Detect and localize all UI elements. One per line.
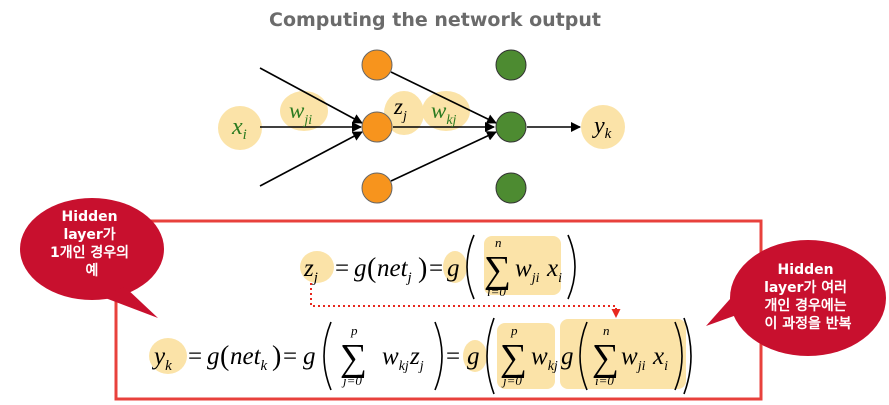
equation-1: zj = g ( netj ) = g n ∑ i=0 wji xi	[303, 234, 576, 300]
equation-2: yk = g ( netk ) = g p ∑ j=0 wkj zj = g p…	[151, 317, 692, 395]
eq1-equals-1: =	[335, 255, 349, 282]
output-node-top	[495, 49, 527, 81]
eq2-net: netk	[230, 343, 268, 374]
weight-in-highlight	[280, 91, 328, 131]
output-node-mid	[495, 111, 527, 143]
input-highlight	[218, 106, 262, 150]
weight-in-label: wji	[289, 98, 312, 128]
eq1-equals-2: =	[429, 255, 443, 282]
eq2-sum3-top: n	[603, 323, 610, 338]
eq1-g1: g	[354, 255, 367, 282]
left-callout-tail	[100, 287, 158, 318]
substitution-arrow	[310, 283, 621, 318]
eq2-g3: g	[467, 343, 480, 370]
eq2-g-highlight	[463, 340, 487, 372]
eq2-sum1-bottom: j=0	[341, 373, 362, 388]
edge-in-top	[259, 67, 363, 124]
eq1-paren-open-1: (	[367, 253, 376, 284]
eq2-weight-3: wji	[621, 343, 646, 374]
eq2-x: xi	[652, 343, 668, 374]
eq1-g-highlight	[443, 251, 467, 283]
equation-highlights	[149, 236, 686, 389]
output-label: yk	[592, 113, 612, 142]
eq1-big-paren-close	[567, 234, 576, 300]
left-callout-bubble	[20, 198, 164, 300]
page-title: Computing the network output	[269, 9, 601, 31]
edge-hidden-bottom	[390, 131, 497, 182]
eq2-equals-1: =	[188, 343, 202, 370]
hidden-node-bottom	[361, 172, 393, 204]
left-callout-text: Hidden layer가 1개인 경우의 예	[50, 209, 134, 279]
network-highlights	[218, 91, 625, 150]
eq1-g2: g	[447, 255, 460, 282]
eq2-g4: g	[561, 343, 574, 370]
input-label: xi	[231, 114, 247, 143]
right-callout: Hidden layer가 여러 개인 경우에는 이 과정을 반복	[706, 240, 886, 356]
eq2-paren-close-1: )	[272, 341, 281, 372]
eq2-sigma-2: ∑	[500, 337, 527, 379]
edge-hidden-top	[390, 71, 497, 124]
eq2-sigma-3: ∑	[592, 337, 619, 379]
eq1-sigma: ∑	[484, 249, 511, 291]
eq1-sum-bottom: i=0	[487, 284, 506, 299]
eq1-big-paren-open	[466, 234, 475, 300]
output-node-bottom	[495, 172, 527, 204]
eq2-paren-close-3	[683, 317, 692, 395]
eq1-sum-highlight	[484, 236, 561, 295]
eq2-g1: g	[207, 343, 220, 370]
eq2-sigma-1: ∑	[340, 337, 367, 379]
eq1-net: netj	[377, 255, 412, 286]
left-callout: Hidden layer가 1개인 경우의 예	[20, 198, 164, 318]
output-highlight	[581, 105, 625, 149]
eq2-inner-highlight	[560, 319, 686, 389]
eq2-equals-2: =	[283, 343, 297, 370]
eq2-paren-open-2	[323, 321, 332, 391]
eq2-sum3-bottom: i=0	[595, 373, 614, 388]
eq2-paren-open-4	[579, 321, 588, 391]
hidden-label: zj	[393, 94, 407, 124]
eq2-sum1-highlight	[497, 323, 555, 389]
eq1-paren-close-1: )	[418, 253, 427, 284]
eq2-z: zj	[409, 343, 424, 374]
hidden-node-mid	[361, 111, 393, 143]
eq2-paren-close-4	[674, 321, 683, 391]
hidden-node-top	[361, 49, 393, 81]
eq2-weight-2: wkj	[531, 343, 558, 374]
network-edges	[259, 67, 581, 187]
eq2-sum2-top: p	[510, 323, 518, 338]
eq2-lhs: yk	[151, 343, 172, 374]
right-callout-text: Hidden layer가 여러 개인 경우에는 이 과정을 반복	[764, 262, 852, 332]
eq1-sum-top: n	[495, 235, 502, 250]
edge-in-bottom	[259, 131, 363, 187]
eq2-paren-open-1: (	[220, 341, 229, 372]
eq1-weight: wji	[515, 255, 540, 286]
right-callout-bubble	[730, 240, 886, 356]
eq2-paren-close-2	[434, 321, 443, 391]
eq2-sum1-top: p	[350, 323, 358, 338]
eq1-x: xi	[546, 255, 562, 286]
eq2-sum2-bottom: j=0	[501, 373, 522, 388]
network-nodes	[361, 49, 527, 204]
eq2-weight-1: wkj	[382, 343, 409, 374]
eq2-equals-3: =	[446, 343, 460, 370]
eq1-lhs-highlight	[300, 251, 334, 283]
weight-out-highlight	[422, 91, 470, 131]
eq2-paren-open-3	[486, 317, 495, 395]
eq1-lhs: zj	[303, 255, 318, 286]
hidden-highlight	[384, 91, 424, 135]
weight-out-label: wkj	[431, 98, 457, 128]
eq2-lhs-highlight	[149, 338, 187, 374]
eq2-g2: g	[303, 343, 316, 370]
